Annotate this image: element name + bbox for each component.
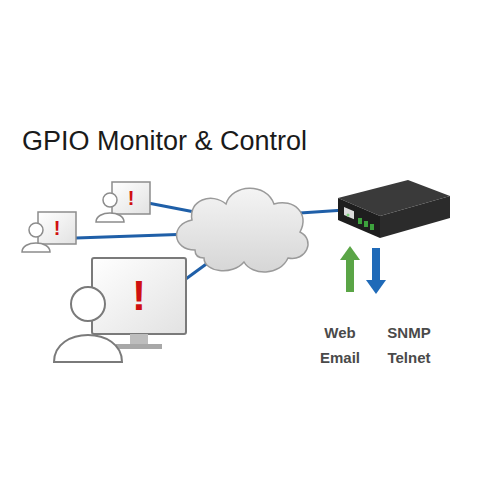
user-workstation	[22, 212, 76, 252]
user-workstation	[54, 258, 186, 362]
protocol-label: SNMP	[387, 325, 430, 340]
gpio-device	[338, 180, 450, 238]
alert-mark: !	[132, 275, 146, 317]
user-workstation	[96, 182, 150, 222]
protocol-label: Email	[320, 350, 360, 365]
diagram-title: GPIO Monitor & Control	[22, 126, 307, 157]
cloud-shape	[177, 188, 308, 272]
protocol-label: Telnet	[387, 350, 430, 365]
alert-mark: !	[54, 218, 61, 238]
in-out-arrows	[340, 246, 386, 294]
protocol-label: Web	[324, 325, 355, 340]
alert-mark: !	[128, 188, 135, 208]
